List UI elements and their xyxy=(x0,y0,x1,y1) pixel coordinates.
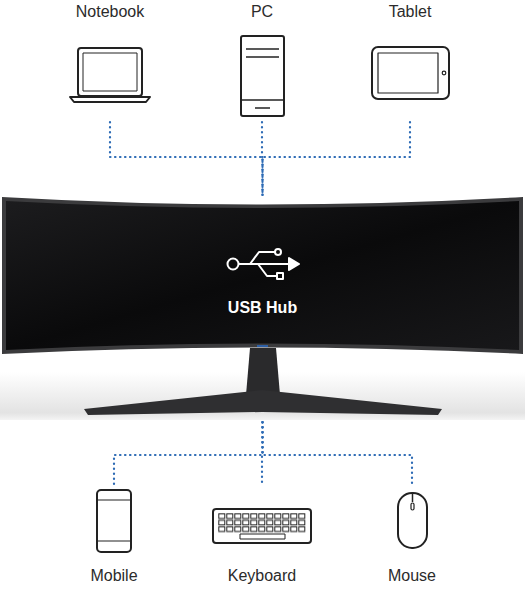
dotted-connector xyxy=(263,422,413,486)
laptop-icon xyxy=(70,48,150,102)
device-label: Mouse xyxy=(352,566,472,586)
pc-tower-icon xyxy=(241,36,284,116)
device-node: Tablet xyxy=(350,0,470,120)
dotted-connector xyxy=(114,422,263,486)
device-label: Notebook xyxy=(50,2,170,22)
phone-icon xyxy=(97,490,131,552)
device-node: Mouse xyxy=(352,488,472,588)
device-label: PC xyxy=(202,2,322,22)
device-node: Mobile xyxy=(54,488,174,588)
device-label: Keyboard xyxy=(202,566,322,586)
device-node: Keyboard xyxy=(202,488,322,588)
mouse-icon xyxy=(398,493,427,548)
keyboard-icon xyxy=(213,509,311,543)
monitor-hub: USB Hub xyxy=(0,198,525,420)
device-label: USB Hub xyxy=(0,298,525,318)
dotted-connector xyxy=(110,122,263,196)
usb-symbol xyxy=(228,249,300,279)
tablet-icon xyxy=(372,47,449,99)
device-node: PC xyxy=(202,0,322,120)
device-node: Notebook xyxy=(50,0,170,120)
device-label: Tablet xyxy=(350,2,470,22)
device-label: Mobile xyxy=(54,566,174,586)
dotted-connector xyxy=(263,122,411,196)
